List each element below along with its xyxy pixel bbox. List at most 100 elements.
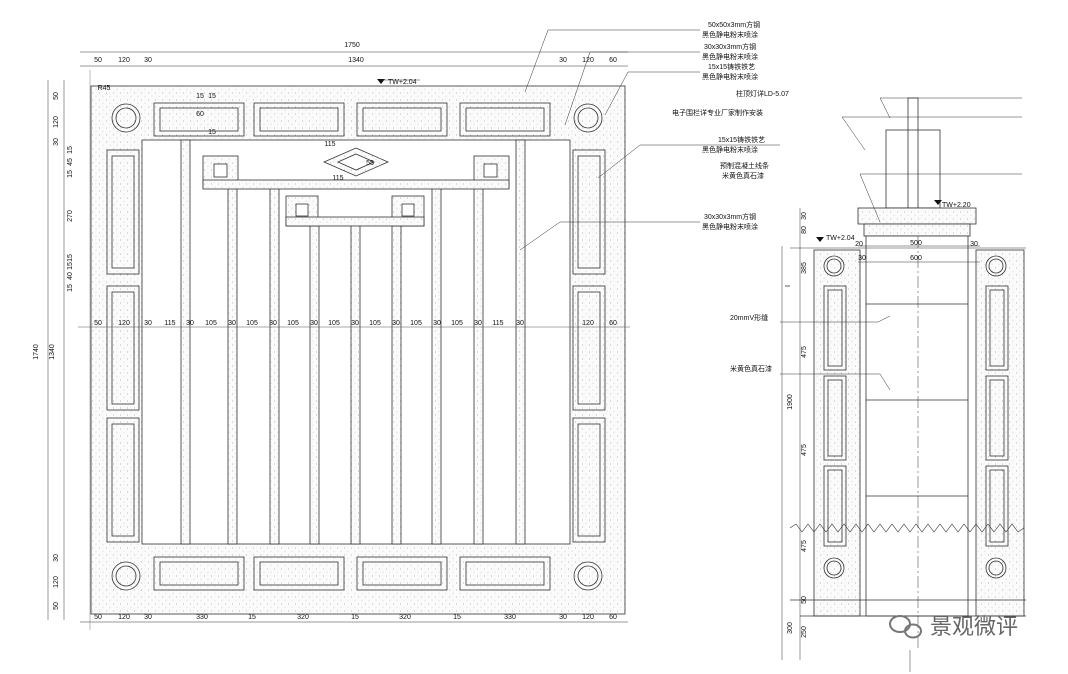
svg-text:120: 120 [582,614,594,621]
svg-text:30: 30 [970,241,978,248]
svg-text:30: 30 [144,614,152,621]
svg-text:120: 120 [53,576,60,588]
note-precast-concrete: 预制混凝土线条 [720,161,769,170]
note-electric-fence: 电子围栏详专业厂家制作安装 [672,108,763,117]
svg-text:40: 40 [67,272,74,280]
diamond-ornament [323,147,389,177]
svg-text:600: 600 [910,255,922,262]
svg-text:30: 30 [144,57,152,64]
svg-text:1900: 1900 [787,394,794,410]
svg-text:105: 105 [287,320,299,327]
svg-text:30: 30 [559,57,567,64]
svg-text:米黄色真石漆: 米黄色真石漆 [722,171,764,180]
svg-text:80: 80 [801,226,808,234]
svg-text:475: 475 [801,444,808,456]
note-30x30-steel: 30x30x3mm方钢 [704,42,756,51]
svg-text:120: 120 [118,57,130,64]
corner-medallion-top-left [111,103,141,133]
svg-text:15: 15 [67,146,74,154]
right-dim-texts: 20 500 30 600 30 30 80 385 475 1900 475 … [787,202,978,638]
svg-text:黑色静电粉末喷涂: 黑色静电粉末喷涂 [702,52,758,61]
svg-text:30: 30 [559,614,567,621]
svg-text:60: 60 [609,57,617,64]
svg-text:30: 30 [269,320,277,327]
svg-text:120: 120 [582,57,594,64]
svg-text:475: 475 [801,346,808,358]
watermark: 景观微评 [889,614,1018,639]
svg-text:50: 50 [53,602,60,610]
left-elevation [78,70,630,630]
bottom-rail-panels [153,556,551,591]
lamp-column [907,97,919,209]
svg-text:30: 30 [310,320,318,327]
svg-text:120: 120 [118,614,130,621]
svg-text:R45: R45 [98,85,111,92]
svg-text:475: 475 [801,540,808,552]
svg-text:330: 330 [196,614,208,621]
svg-text:30: 30 [474,320,482,327]
svg-text:15: 15 [67,170,74,178]
svg-text:15: 15 [208,93,216,100]
svg-text:105: 105 [410,320,422,327]
svg-text:1340: 1340 [348,57,364,64]
svg-text:105: 105 [369,320,381,327]
left-dim-lines [47,51,628,623]
svg-text:15: 15 [67,254,74,262]
watermark-text: 景观微评 [930,614,1018,639]
svg-text:120: 120 [53,116,60,128]
top-rail-panels [153,102,551,137]
corner-medallion-bottom-right [573,561,603,591]
svg-text:320: 320 [297,614,309,621]
pillar-body [865,235,969,617]
leader-lines [519,29,1022,391]
annotation-texts: 50x50x3mm方钢 黑色静电粉末喷涂 30x30x3mm方钢 黑色静电粉末喷… [672,20,789,373]
corner-medallion-top-right [573,103,603,133]
svg-text:115: 115 [332,175,343,182]
svg-text:115: 115 [492,320,503,327]
svg-text:黑色静电粉末喷涂: 黑色静电粉末喷涂 [702,222,758,231]
dim-total-width: 1750 [344,42,360,49]
svg-text:115: 115 [164,320,175,327]
svg-text:50: 50 [53,92,60,100]
svg-text:1340: 1340 [49,344,56,360]
svg-text:30: 30 [858,255,866,262]
svg-text:330: 330 [504,614,516,621]
left-dim-texts: 1750 50 120 30 1340 30 120 60 50 120 30 … [33,42,617,621]
dim-total-height: 1740 [33,344,40,360]
svg-text:30: 30 [53,554,60,562]
note-stone-paint: 米黄色真石漆 [730,364,772,373]
svg-text:385: 385 [801,262,808,274]
svg-text:250: 250 [801,626,808,638]
svg-text:15: 15 [351,614,359,621]
svg-text:30: 30 [53,138,60,146]
level-tag-left: TW+2.04 [388,79,417,86]
note-cast-iron: 15x15铸铁铁艺 [708,62,755,71]
note-50x50-steel: 50x50x3mm方钢 [708,20,760,29]
svg-text:30: 30 [801,212,808,220]
cap-stone [857,207,977,225]
svg-text:15: 15 [453,614,461,621]
svg-text:60: 60 [609,614,617,621]
svg-text:30: 30 [186,320,194,327]
svg-text:45: 45 [67,158,74,166]
svg-text:黑色静电粉末喷涂: 黑色静电粉末喷涂 [702,30,758,39]
note-v-joint: 20mmV形缝 [730,313,768,322]
break-line [789,523,1025,533]
svg-text:105: 105 [451,320,463,327]
wechat-icon [889,615,922,639]
svg-text:55: 55 [366,160,374,167]
note-post-lamp: 柱顶灯详LD-5.07 [736,89,789,98]
right-section [781,97,1026,672]
right-post-panels [572,149,606,543]
svg-text:20: 20 [855,241,863,248]
svg-text:270: 270 [67,210,74,222]
level-tag-section-right: TW+2.20 [942,202,971,209]
svg-text:50: 50 [801,596,808,604]
svg-text:黑色静电粉末喷涂: 黑色静电粉末喷涂 [702,72,758,81]
svg-text:15: 15 [208,129,216,136]
svg-text:50: 50 [94,57,102,64]
svg-text:30: 30 [228,320,236,327]
svg-text:50: 50 [94,614,102,621]
level-tag-section-left: TW+2.04 [826,235,855,242]
